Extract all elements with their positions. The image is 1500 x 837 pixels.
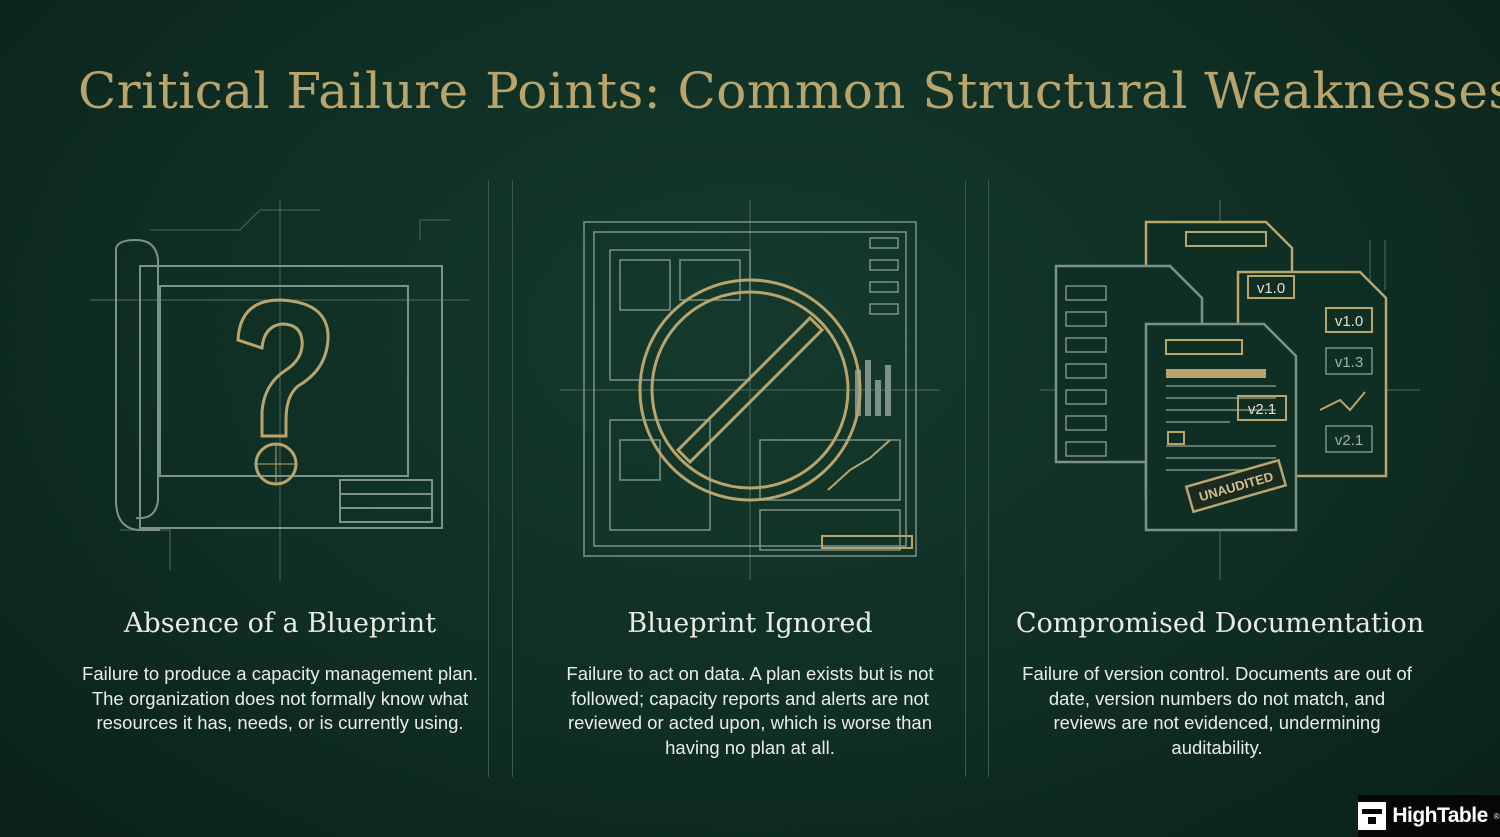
page-title: Critical Failure Points: Common Structur… bbox=[78, 62, 1500, 120]
prohibited-blueprint-icon bbox=[560, 200, 940, 580]
question-mark-blueprint-icon bbox=[90, 200, 470, 580]
version-label: v2.1 bbox=[1335, 432, 1363, 449]
column-description: Failure to produce a capacity management… bbox=[82, 663, 478, 733]
logo-mark-icon bbox=[1358, 802, 1387, 830]
version-label: v1.0 bbox=[1257, 280, 1285, 297]
column-heading: Compromised Documentation bbox=[1015, 608, 1425, 639]
divider bbox=[512, 180, 513, 777]
divider bbox=[488, 180, 489, 777]
column-heading: Absence of a Blueprint bbox=[123, 608, 437, 639]
column-description: Failure to act on data. A plan exists bu… bbox=[566, 663, 934, 758]
version-label: v1.3 bbox=[1335, 354, 1363, 371]
divider bbox=[988, 180, 989, 777]
column-heading: Blueprint Ignored bbox=[627, 608, 873, 639]
hightable-logo: HighTable ® bbox=[1358, 795, 1500, 837]
version-label: v2.1 bbox=[1248, 401, 1276, 418]
logo-text: HighTable bbox=[1392, 804, 1488, 827]
document-stack-icon: v1.0 v1.0 v1.3 v2.1 v2.1 UNAUDITED bbox=[1040, 200, 1420, 580]
divider bbox=[965, 180, 966, 777]
version-label: v1.0 bbox=[1335, 313, 1363, 330]
registered-mark: ® bbox=[1493, 811, 1500, 821]
column-description: Failure of version control. Documents ar… bbox=[1022, 663, 1412, 758]
